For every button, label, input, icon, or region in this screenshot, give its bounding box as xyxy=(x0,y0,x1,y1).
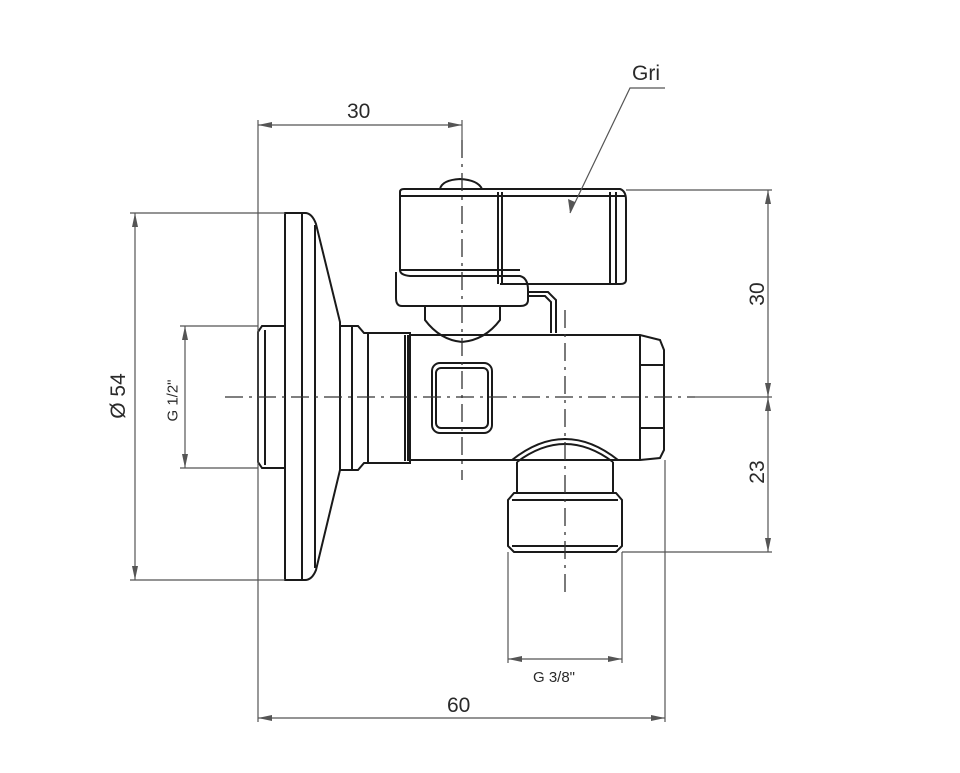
callout-label: Gri xyxy=(632,62,660,85)
dim-total-width: 60 xyxy=(447,694,471,717)
dim-outlet-depth: 23 xyxy=(746,460,769,484)
dim-top-width: 30 xyxy=(347,100,371,123)
dim-outlet-thread: G 3/8" xyxy=(533,669,576,686)
dim-handle-height: 30 xyxy=(746,282,769,306)
dim-inlet-thread: G 1/2" xyxy=(164,379,182,422)
dim-flange-diameter: Ø 54 xyxy=(107,373,130,419)
